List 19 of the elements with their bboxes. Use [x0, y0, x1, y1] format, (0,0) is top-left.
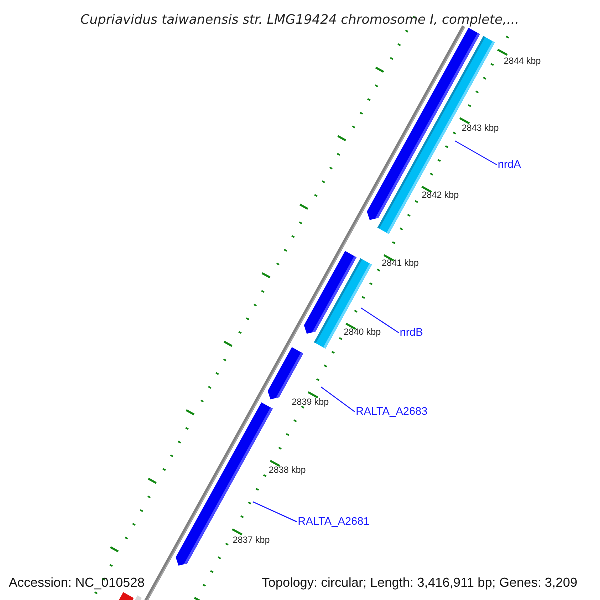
position-label: 2840 kbp	[344, 327, 382, 337]
position-label: 2843 kbp	[462, 123, 500, 133]
leader-line	[454, 140, 498, 166]
leader-line	[320, 386, 356, 412]
position-label: 2838 kbp	[269, 465, 306, 475]
map-title: Cupriavidus taiwanensis str. LMG19424 chromosome I, complete,...	[80, 13, 520, 28]
gene-label: RALTA_A2681	[298, 516, 370, 528]
gene-label: nrdA	[498, 159, 522, 171]
leader-line	[360, 308, 400, 334]
position-label: 2842 kbp	[422, 190, 460, 200]
map-info-text: Topology: circular; Length: 3,416,911 bp; Genes: 3,209	[262, 575, 578, 590]
position-label: 2837 kbp	[233, 535, 270, 545]
position-label: 2839 kbp	[292, 397, 330, 407]
leader-line	[252, 502, 298, 522]
position-label: 2841 kbp	[382, 258, 420, 268]
map-info-text: Accession: NC_010528	[9, 575, 145, 590]
gene-label: nrdB	[400, 327, 424, 339]
position-label: 2844 kbp	[504, 56, 542, 66]
gene-label: RALTA_A2683	[356, 406, 428, 418]
